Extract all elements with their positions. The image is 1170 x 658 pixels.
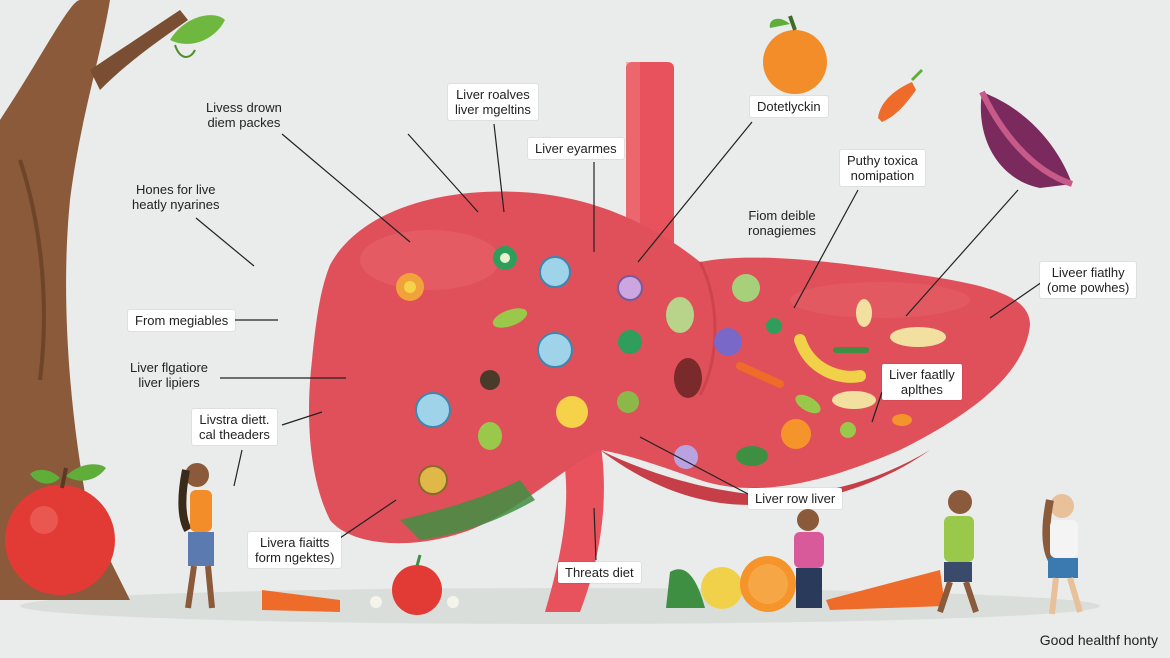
person-boy-right	[937, 490, 979, 613]
label-liver-faatlly: Liver faatlly aplthes	[882, 364, 962, 400]
label-liver-eyarmes: Liver eyarmes	[528, 138, 624, 159]
label-livess-drown: Livess drown diem packes	[206, 100, 282, 130]
leaf-icon	[170, 15, 225, 44]
label-dotetlyckin: Dotetlyckin	[750, 96, 828, 117]
label-text: nomipation	[850, 168, 915, 183]
label-text: From megiables	[135, 313, 229, 328]
label-livera-fiaitts: Livera fiaitts form ngektes)	[248, 532, 342, 568]
label-text: heatly nyarines	[132, 197, 220, 212]
label-liver-roalves: Liver roalves liver mgeltins	[448, 84, 538, 120]
apple-icon	[5, 464, 115, 595]
label-text: Dotetlyckin	[757, 99, 821, 114]
label-fiom-deible: Fiom deible ronagiemes	[748, 208, 816, 238]
nutrient-icons	[396, 246, 946, 495]
label-text: Liveer fiatlhy	[1051, 265, 1125, 280]
label-text: diem packes	[207, 115, 281, 130]
label-liveer-fiatlhy: Liveer fiatlhy (ome powhes)	[1040, 262, 1137, 298]
label-text: Fiom deible	[748, 208, 816, 223]
label-livstra-diett: Livstra diett. cal theaders	[192, 409, 277, 445]
person-center	[794, 509, 824, 608]
label-text: Livstra diett.	[199, 412, 270, 427]
label-text: Liver eyarmes	[535, 141, 617, 156]
label-liver-row-liver: Liver row liver	[748, 488, 843, 509]
label-liver-flgatiore: Liver flgatiore liver lipiers	[130, 360, 208, 390]
label-text: Liver row liver	[755, 491, 836, 506]
footer-caption: Good healthf honty	[1039, 632, 1158, 648]
label-text: Liver flgatiore	[130, 360, 209, 375]
liver-organ	[309, 191, 1030, 544]
label-text: liver mgeltins	[455, 102, 531, 117]
tree	[0, 0, 225, 600]
label-text: cal theaders	[199, 427, 270, 442]
label-from-megiables: From megiables	[128, 310, 236, 331]
label-text: Puthy toxica	[847, 153, 918, 168]
person-girl-right	[1042, 494, 1083, 615]
label-text: Livess drown	[206, 100, 282, 115]
label-text: Hones for live	[135, 182, 216, 197]
label-text: Liver roalves	[456, 87, 530, 102]
label-text: Liver faatlly	[889, 367, 955, 382]
label-hones-for-live: Hones for live heatly nyarines	[132, 182, 219, 212]
label-text: aplthes	[900, 382, 943, 397]
bottom-foods	[262, 554, 945, 615]
label-text: Threats diet	[565, 565, 634, 580]
label-text: form ngektes)	[255, 550, 335, 565]
label-text: Livera fiaitts	[260, 535, 330, 550]
fruit-icons	[763, 15, 1073, 188]
pointer-lines	[195, 121, 1043, 561]
label-text: (ome powhes)	[1047, 280, 1130, 295]
label-threats-diet: Threats diet	[558, 562, 641, 583]
label-puthy-toxica: Puthy toxica nomipation	[840, 150, 925, 186]
label-text: liver lipiers	[138, 375, 200, 390]
person-girl-left	[178, 463, 215, 609]
label-text: ronagiemes	[748, 223, 816, 238]
